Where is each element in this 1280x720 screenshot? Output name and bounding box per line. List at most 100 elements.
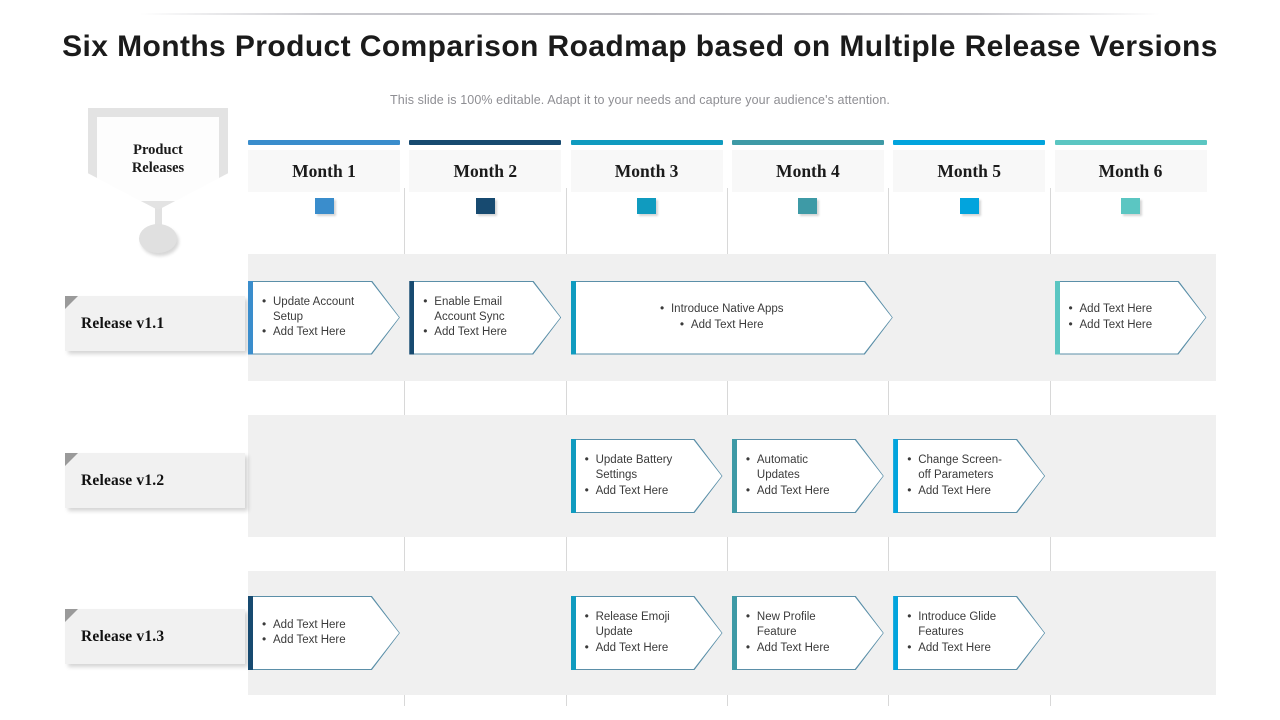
- release-label-2[interactable]: Release v1.2: [65, 453, 245, 508]
- roadmap-arrow[interactable]: Add Text HereAdd Text Here: [248, 596, 400, 670]
- month-label: Month 6: [1054, 150, 1207, 192]
- month-column-header-6[interactable]: Month 6: [1054, 140, 1207, 214]
- column-divider: [404, 188, 406, 258]
- roadmap-arrow[interactable]: Automatic UpdatesAdd Text Here: [732, 439, 884, 513]
- column-divider: [1049, 695, 1051, 706]
- month-column-header-1[interactable]: Month 1: [248, 140, 400, 214]
- arrow-text: Add Text HereAdd Text Here: [262, 596, 366, 670]
- folded-corner-icon: [65, 296, 78, 309]
- arrow-bullet: Add Text Here: [746, 484, 850, 499]
- month-accent-bar: [409, 140, 562, 145]
- product-releases-badge: Product Releases: [88, 108, 233, 253]
- arrow-bullet: Change Screen-off Parameters: [907, 453, 1011, 483]
- arrow-accent-edge: [571, 596, 576, 670]
- arrow-text: Add Text HereAdd Text Here: [1069, 281, 1173, 355]
- roadmap-arrow[interactable]: Update Battery SettingsAdd Text Here: [571, 439, 723, 513]
- release-label-1[interactable]: Release v1.1: [65, 296, 245, 351]
- release-label-text: Release v1.1: [81, 314, 165, 332]
- month-color-chip: [1121, 198, 1140, 214]
- arrow-bullet: Add Text Here: [423, 325, 527, 340]
- column-divider: [565, 381, 567, 415]
- month-accent-bar: [570, 140, 723, 145]
- arrow-bullet: Add Text Here: [262, 325, 366, 340]
- column-divider: [888, 695, 890, 706]
- folded-corner-icon: [65, 453, 78, 466]
- arrow-text: Introduce Native AppsAdd Text Here: [585, 281, 859, 355]
- column-divider: [565, 188, 567, 258]
- column-divider: [565, 537, 567, 571]
- arrow-accent-edge: [1055, 281, 1060, 355]
- arrow-accent-edge: [248, 281, 253, 355]
- badge-stem: [155, 206, 162, 228]
- column-divider: [1049, 537, 1051, 571]
- column-divider: [565, 695, 567, 706]
- column-divider: [1049, 381, 1051, 415]
- month-color-chip: [637, 198, 657, 214]
- arrow-bullet: Add Text Here: [680, 318, 764, 333]
- arrow-accent-edge: [248, 596, 253, 670]
- arrow-text: Enable Email Account SyncAdd Text Here: [423, 281, 527, 355]
- roadmap-arrow[interactable]: New Profile FeatureAdd Text Here: [732, 596, 884, 670]
- month-column-header-5[interactable]: Month 5: [893, 140, 1046, 214]
- arrow-text: Change Screen-off ParametersAdd Text Her…: [907, 439, 1011, 513]
- column-divider: [404, 537, 406, 571]
- arrow-text: Introduce Glide FeaturesAdd Text Here: [907, 596, 1011, 670]
- month-color-chip: [475, 198, 495, 214]
- roadmap-arrow[interactable]: Introduce Glide FeaturesAdd Text Here: [893, 596, 1045, 670]
- arrow-text: New Profile FeatureAdd Text Here: [746, 596, 850, 670]
- roadmap-arrow[interactable]: Release Emoji UpdateAdd Text Here: [571, 596, 723, 670]
- arrow-bullet: Introduce Glide Features: [907, 610, 1011, 640]
- arrow-bullet: Add Text Here: [907, 484, 1011, 499]
- month-column-header-2[interactable]: Month 2: [409, 140, 562, 214]
- release-label-3[interactable]: Release v1.3: [65, 609, 245, 664]
- badge-dot: [139, 224, 177, 253]
- arrow-bullet: Add Text Here: [1069, 302, 1173, 317]
- release-label-text: Release v1.2: [81, 471, 165, 489]
- column-divider: [726, 537, 728, 571]
- roadmap-arrow[interactable]: Add Text HereAdd Text Here: [1055, 281, 1207, 355]
- arrow-bullet: Add Text Here: [262, 618, 366, 633]
- arrow-accent-edge: [409, 281, 414, 355]
- folded-corner-icon: [65, 609, 78, 622]
- column-divider: [1049, 188, 1051, 258]
- arrow-bullet: Introduce Native Apps: [660, 302, 784, 317]
- month-label: Month 5: [893, 150, 1046, 192]
- column-divider: [404, 695, 406, 706]
- arrow-text: Release Emoji UpdateAdd Text Here: [585, 596, 689, 670]
- arrow-bullet: Add Text Here: [1069, 318, 1173, 333]
- arrow-text: Automatic UpdatesAdd Text Here: [746, 439, 850, 513]
- arrow-accent-edge: [732, 439, 737, 513]
- month-accent-bar: [1054, 140, 1207, 145]
- month-column-header-3[interactable]: Month 3: [570, 140, 723, 214]
- arrow-bullet: Add Text Here: [585, 641, 689, 656]
- month-label: Month 4: [731, 150, 884, 192]
- arrow-bullet: Enable Email Account Sync: [423, 295, 527, 325]
- month-accent-bar: [731, 140, 884, 145]
- roadmap-arrow[interactable]: Update Account SetupAdd Text Here: [248, 281, 400, 355]
- arrow-accent-edge: [893, 596, 898, 670]
- release-label-text: Release v1.3: [81, 627, 165, 645]
- column-divider: [888, 188, 890, 258]
- arrow-bullet: New Profile Feature: [746, 610, 850, 640]
- page-subtitle: This slide is 100% editable. Adapt it to…: [390, 93, 890, 107]
- column-divider: [404, 381, 406, 415]
- month-accent-bar: [248, 140, 400, 145]
- month-color-chip: [314, 198, 334, 214]
- month-accent-bar: [893, 140, 1046, 145]
- arrow-bullet: Add Text Here: [262, 633, 366, 648]
- column-divider: [726, 381, 728, 415]
- month-label: Month 1: [248, 150, 400, 192]
- month-label: Month 3: [570, 150, 723, 192]
- arrow-bullet: Add Text Here: [746, 641, 850, 656]
- roadmap-arrow[interactable]: Introduce Native AppsAdd Text Here: [571, 281, 893, 355]
- roadmap-arrow[interactable]: Enable Email Account SyncAdd Text Here: [409, 281, 561, 355]
- page-title: Six Months Product Comparison Roadmap ba…: [62, 30, 1218, 63]
- arrow-accent-edge: [732, 596, 737, 670]
- month-color-chip: [959, 198, 979, 214]
- arrow-bullet: Update Battery Settings: [585, 453, 689, 483]
- column-divider: [888, 537, 890, 571]
- month-column-header-4[interactable]: Month 4: [731, 140, 884, 214]
- month-label: Month 2: [409, 150, 562, 192]
- roadmap-arrow[interactable]: Change Screen-off ParametersAdd Text Her…: [893, 439, 1045, 513]
- arrow-bullet: Release Emoji Update: [585, 610, 689, 640]
